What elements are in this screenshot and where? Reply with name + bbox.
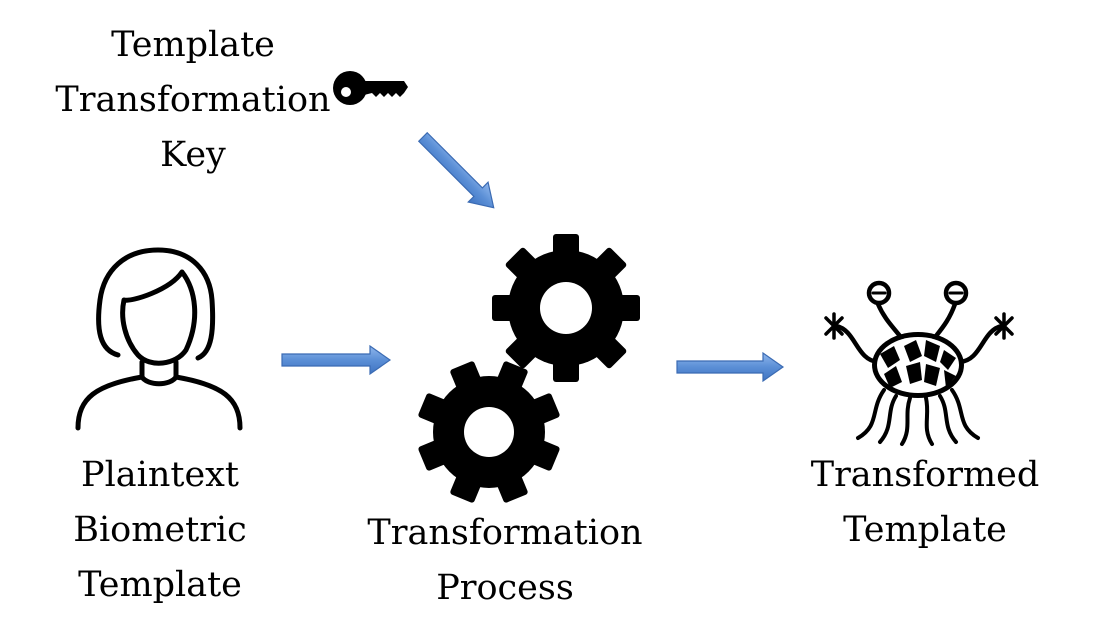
gear-bottom-icon (418, 361, 560, 503)
key-icon (333, 71, 408, 105)
transformation-process-label: Transformation Process (350, 506, 660, 616)
plaintext-label-line-3: Template (78, 565, 242, 605)
transformed-template-label: Transformed Template (800, 448, 1050, 558)
key-label: Template Transformation Key (48, 18, 338, 183)
transformed-label-line-1: Transformed (810, 455, 1040, 495)
key-label-line-3: Key (160, 135, 226, 175)
plaintext-label-line-1: Plaintext (81, 455, 239, 495)
transformed-label-line-2: Template (843, 510, 1007, 550)
key-label-line-1: Template (111, 25, 275, 65)
process-label-line-2: Process (436, 568, 574, 608)
input-to-process-arrow (281, 344, 392, 376)
gear-top-icon (492, 234, 640, 382)
process-label-line-1: Transformation (367, 513, 643, 553)
key-to-process-arrow (417, 131, 495, 209)
plaintext-label-line-2: Biometric (73, 510, 247, 550)
gears-icon (418, 234, 640, 503)
person-icon (75, 247, 243, 431)
process-to-output-arrow (676, 351, 785, 383)
key-label-line-2: Transformation (55, 80, 331, 120)
spaghetti-monster-icon (824, 280, 1014, 446)
plaintext-template-label: Plaintext Biometric Template (40, 448, 280, 613)
